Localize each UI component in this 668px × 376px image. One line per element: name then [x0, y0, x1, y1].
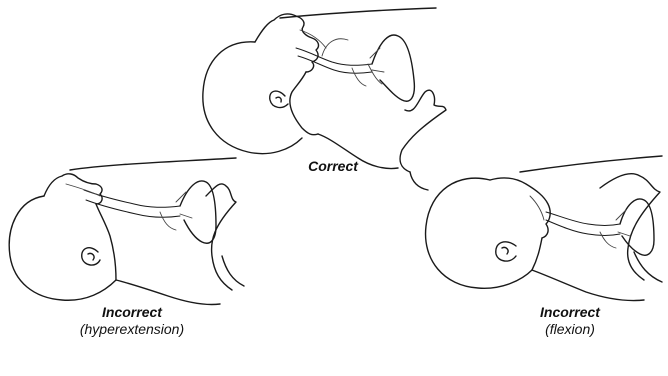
face-profile-flexion: [490, 178, 550, 238]
caption-hyperextension-label: Incorrect: [42, 304, 222, 321]
bronchi-hyperextension: [160, 192, 192, 230]
arm-flexion: [634, 252, 662, 282]
body-outline-correct: [400, 90, 446, 172]
infant-figure-hyperextension: [9, 158, 244, 305]
face-profile-correct: [255, 14, 319, 72]
caption-correct-label: Correct: [278, 158, 388, 175]
tongue-flexion: [530, 196, 544, 220]
arm-correct: [410, 172, 428, 190]
trachea-inner-flexion: [546, 220, 620, 236]
infant-figure-flexion: [426, 156, 662, 301]
caption-flexion-label: Incorrect: [500, 304, 640, 321]
trachea-flexion: [546, 212, 620, 226]
lungs-flexion: [620, 199, 654, 255]
body-outline-flexion: [600, 174, 660, 280]
skull-outline-flexion: [426, 178, 532, 288]
caption-flexion: Incorrect (flexion): [500, 304, 640, 338]
lungs-correct: [372, 35, 414, 101]
ear-correct: [270, 91, 288, 107]
jaw-correct: [290, 72, 318, 135]
caption-flexion-detail: (flexion): [500, 321, 640, 338]
neck-hyperextension: [116, 280, 220, 305]
caption-correct: Correct: [278, 158, 388, 175]
surface-line-correct: [280, 8, 436, 18]
surface-line-hyperextension: [70, 158, 236, 170]
trachea-correct: [296, 48, 372, 65]
skull-outline-correct: [203, 42, 302, 154]
ear-hyperextension: [82, 248, 100, 265]
surface-line-flexion: [520, 156, 662, 172]
arm-hyperextension: [222, 256, 244, 286]
neck-flexion: [532, 270, 644, 301]
pharynx-correct: [322, 39, 348, 56]
bronchi-correct: [352, 48, 384, 86]
jaw-hyperextension: [96, 204, 116, 280]
caption-hyperextension-detail: (hyperextension): [42, 321, 222, 338]
jaw-flexion: [532, 238, 542, 270]
face-profile-hyperextension: [44, 174, 102, 204]
caption-hyperextension: Incorrect (hyperextension): [42, 304, 222, 338]
bronchi-flexion: [600, 210, 630, 248]
body-outline-hyperextension: [206, 184, 236, 290]
ear-flexion: [496, 242, 516, 261]
